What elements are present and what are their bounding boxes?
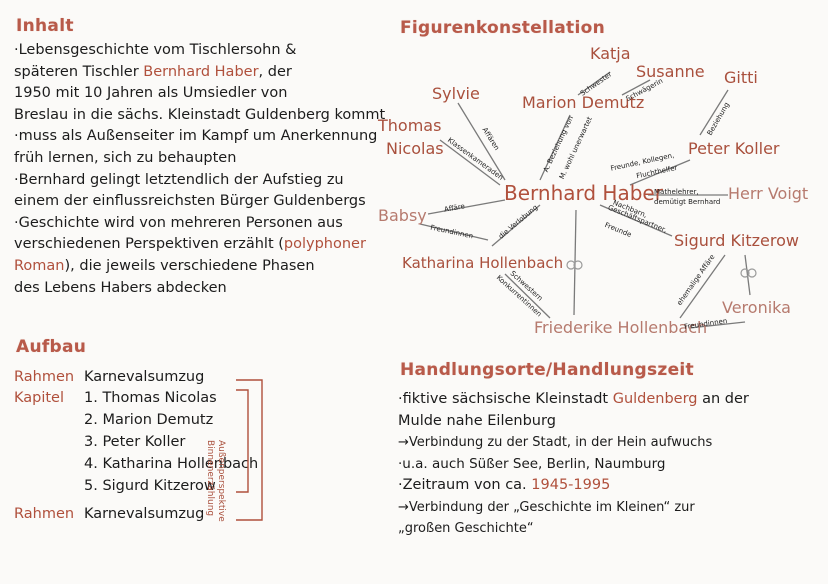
- years-highlight: 1945-1995: [531, 477, 611, 493]
- handlung-line-4: ·u.a. auch Süßer See, Berlin, Naumburg: [398, 455, 666, 472]
- bernhard-haber-highlight: Bernhard Haber: [143, 63, 259, 80]
- inhalt-line-5: ·muss als Außenseiter im Kampf um Anerke…: [14, 128, 378, 145]
- bracket-inner: [236, 389, 249, 493]
- handlung-line-3: →Verbindung zu der Stadt, in der Hein au…: [398, 435, 713, 450]
- handlung-line-5: ·Zeitraum von ca. 1945-1995: [398, 477, 611, 493]
- figuren-heading: Figurenkonstellation: [400, 18, 605, 38]
- inhalt-heading: Inhalt: [16, 16, 74, 36]
- name-veronika: Veronika: [722, 298, 791, 317]
- line-thomas: [439, 139, 501, 186]
- line-gitti: [699, 89, 729, 136]
- name-katja: Katja: [590, 44, 631, 63]
- name-gitti: Gitti: [724, 68, 758, 87]
- line-katja: [577, 71, 611, 96]
- name-marion: Marion Demutz: [522, 93, 645, 112]
- polyphoner-highlight: polyphoner: [283, 236, 366, 253]
- line-sigurd-veronika: [744, 254, 751, 296]
- line-babsy: [427, 199, 506, 215]
- marriage-ring-2b: [747, 268, 757, 278]
- handlung-heading: Handlungsorte/Handlungszeit: [400, 360, 694, 380]
- chapter-4: 4. Katharina Hollenbach: [84, 456, 259, 472]
- line-sigurd: [599, 204, 673, 237]
- inhalt-line-11: Roman), die jeweils verschiedene Phasen: [14, 257, 315, 274]
- name-katharina: Katharina Hollenbach: [402, 254, 564, 272]
- inhalt-line-4: Breslau in die sächs. Kleinstadt Guldenb…: [14, 106, 386, 123]
- rahmen-text-top: Karnevalsumzug: [84, 369, 205, 385]
- marriage-ring-2a: [740, 268, 750, 278]
- inhalt-line-1: ·Lebensgeschichte vom Tischlersohn &: [14, 42, 297, 58]
- label-demuetigt: demütigt Bernhard: [654, 198, 721, 206]
- handlung-line-1: ·fiktive sächsische Kleinstadt Guldenber…: [398, 391, 749, 407]
- chapter-1: 1. Thomas Nicolas: [84, 390, 217, 406]
- name-sigurd: Sigurd Kitzerow: [674, 231, 799, 250]
- chapter-3: 3. Peter Koller: [84, 434, 186, 450]
- handlung-line-2: Mulde nahe Eilenburg: [398, 412, 556, 429]
- line-babsy-katharina: [419, 223, 489, 241]
- inhalt-text: ·Lebensgeschichte vom Tischlersohn & spä…: [14, 40, 385, 299]
- kapitel-label: Kapitel: [14, 390, 65, 406]
- marriage-ring-1b: [573, 260, 583, 270]
- center-bernhard-haber: Bernhard Haber: [504, 181, 663, 205]
- line-katharina: [491, 204, 541, 247]
- inhalt-line-10: verschiedenen Perspektiven erzählt (poly…: [14, 236, 366, 253]
- name-susanne: Susanne: [636, 62, 705, 81]
- inhalt-line-9: ·Geschichte wird von mehreren Personen a…: [14, 214, 343, 231]
- handlung-text: ·fiktive sächsische Kleinstadt Guldenber…: [398, 389, 749, 540]
- line-marion: [539, 114, 571, 181]
- chapter-5: 5. Sigurd Kitzerow: [84, 478, 216, 494]
- marriage-ring-1a: [566, 260, 576, 270]
- label-mathelehrer: Mathelehrer,: [654, 188, 699, 196]
- line-peter: [629, 159, 691, 186]
- name-peter: Peter Koller: [688, 139, 780, 158]
- chapter-2: 2. Marion Demutz: [84, 412, 214, 428]
- line-veronika: [689, 321, 746, 329]
- name-friederike: Friederike Hollenbach: [534, 318, 708, 337]
- name-herr-voigt: Herr Voigt: [728, 184, 809, 203]
- name-babsy: Babsy: [378, 206, 427, 225]
- name-thomas: Thomas: [378, 116, 442, 135]
- inhalt-line-7: ·Bernhard gelingt letztendlich der Aufst…: [14, 171, 344, 188]
- inhalt-line-2: späteren Tischler Bernhard Haber, der: [14, 63, 292, 80]
- line-katharina-friederike: [504, 273, 551, 319]
- handlung-line-7: „großen Geschichte“: [398, 521, 534, 536]
- inhalt-line-6: früh lernen, sich zu behaupten: [14, 149, 237, 166]
- aufbau-heading: Aufbau: [16, 337, 87, 357]
- name-sylvie: Sylvie: [432, 84, 480, 103]
- line-sigurd-friederike: [679, 254, 726, 319]
- handlung-line-6: →Verbindung der „Geschichte im Kleinen“ …: [398, 499, 695, 515]
- inhalt-line-8: einem der einflussreichsten Bürger Gulde…: [14, 193, 366, 210]
- guldenberg-highlight: Guldenberg: [612, 391, 698, 407]
- rahmen-text-bottom: Karnevalsumzug: [84, 506, 205, 522]
- inhalt-line-12: des Lebens Habers abdecken: [14, 279, 227, 296]
- rahmen-label-top: Rahmen: [14, 369, 75, 385]
- rahmen-label-bottom: Rahmen: [14, 506, 75, 522]
- inhalt-line-3: 1950 mit 10 Jahren als Umsiedler von: [14, 85, 288, 102]
- roman-highlight: Roman: [14, 257, 65, 274]
- line-susanne: [621, 79, 651, 96]
- line-sylvie: [457, 102, 506, 181]
- name-nicolas: Nicolas: [386, 139, 444, 158]
- bracket-outer: [236, 379, 263, 521]
